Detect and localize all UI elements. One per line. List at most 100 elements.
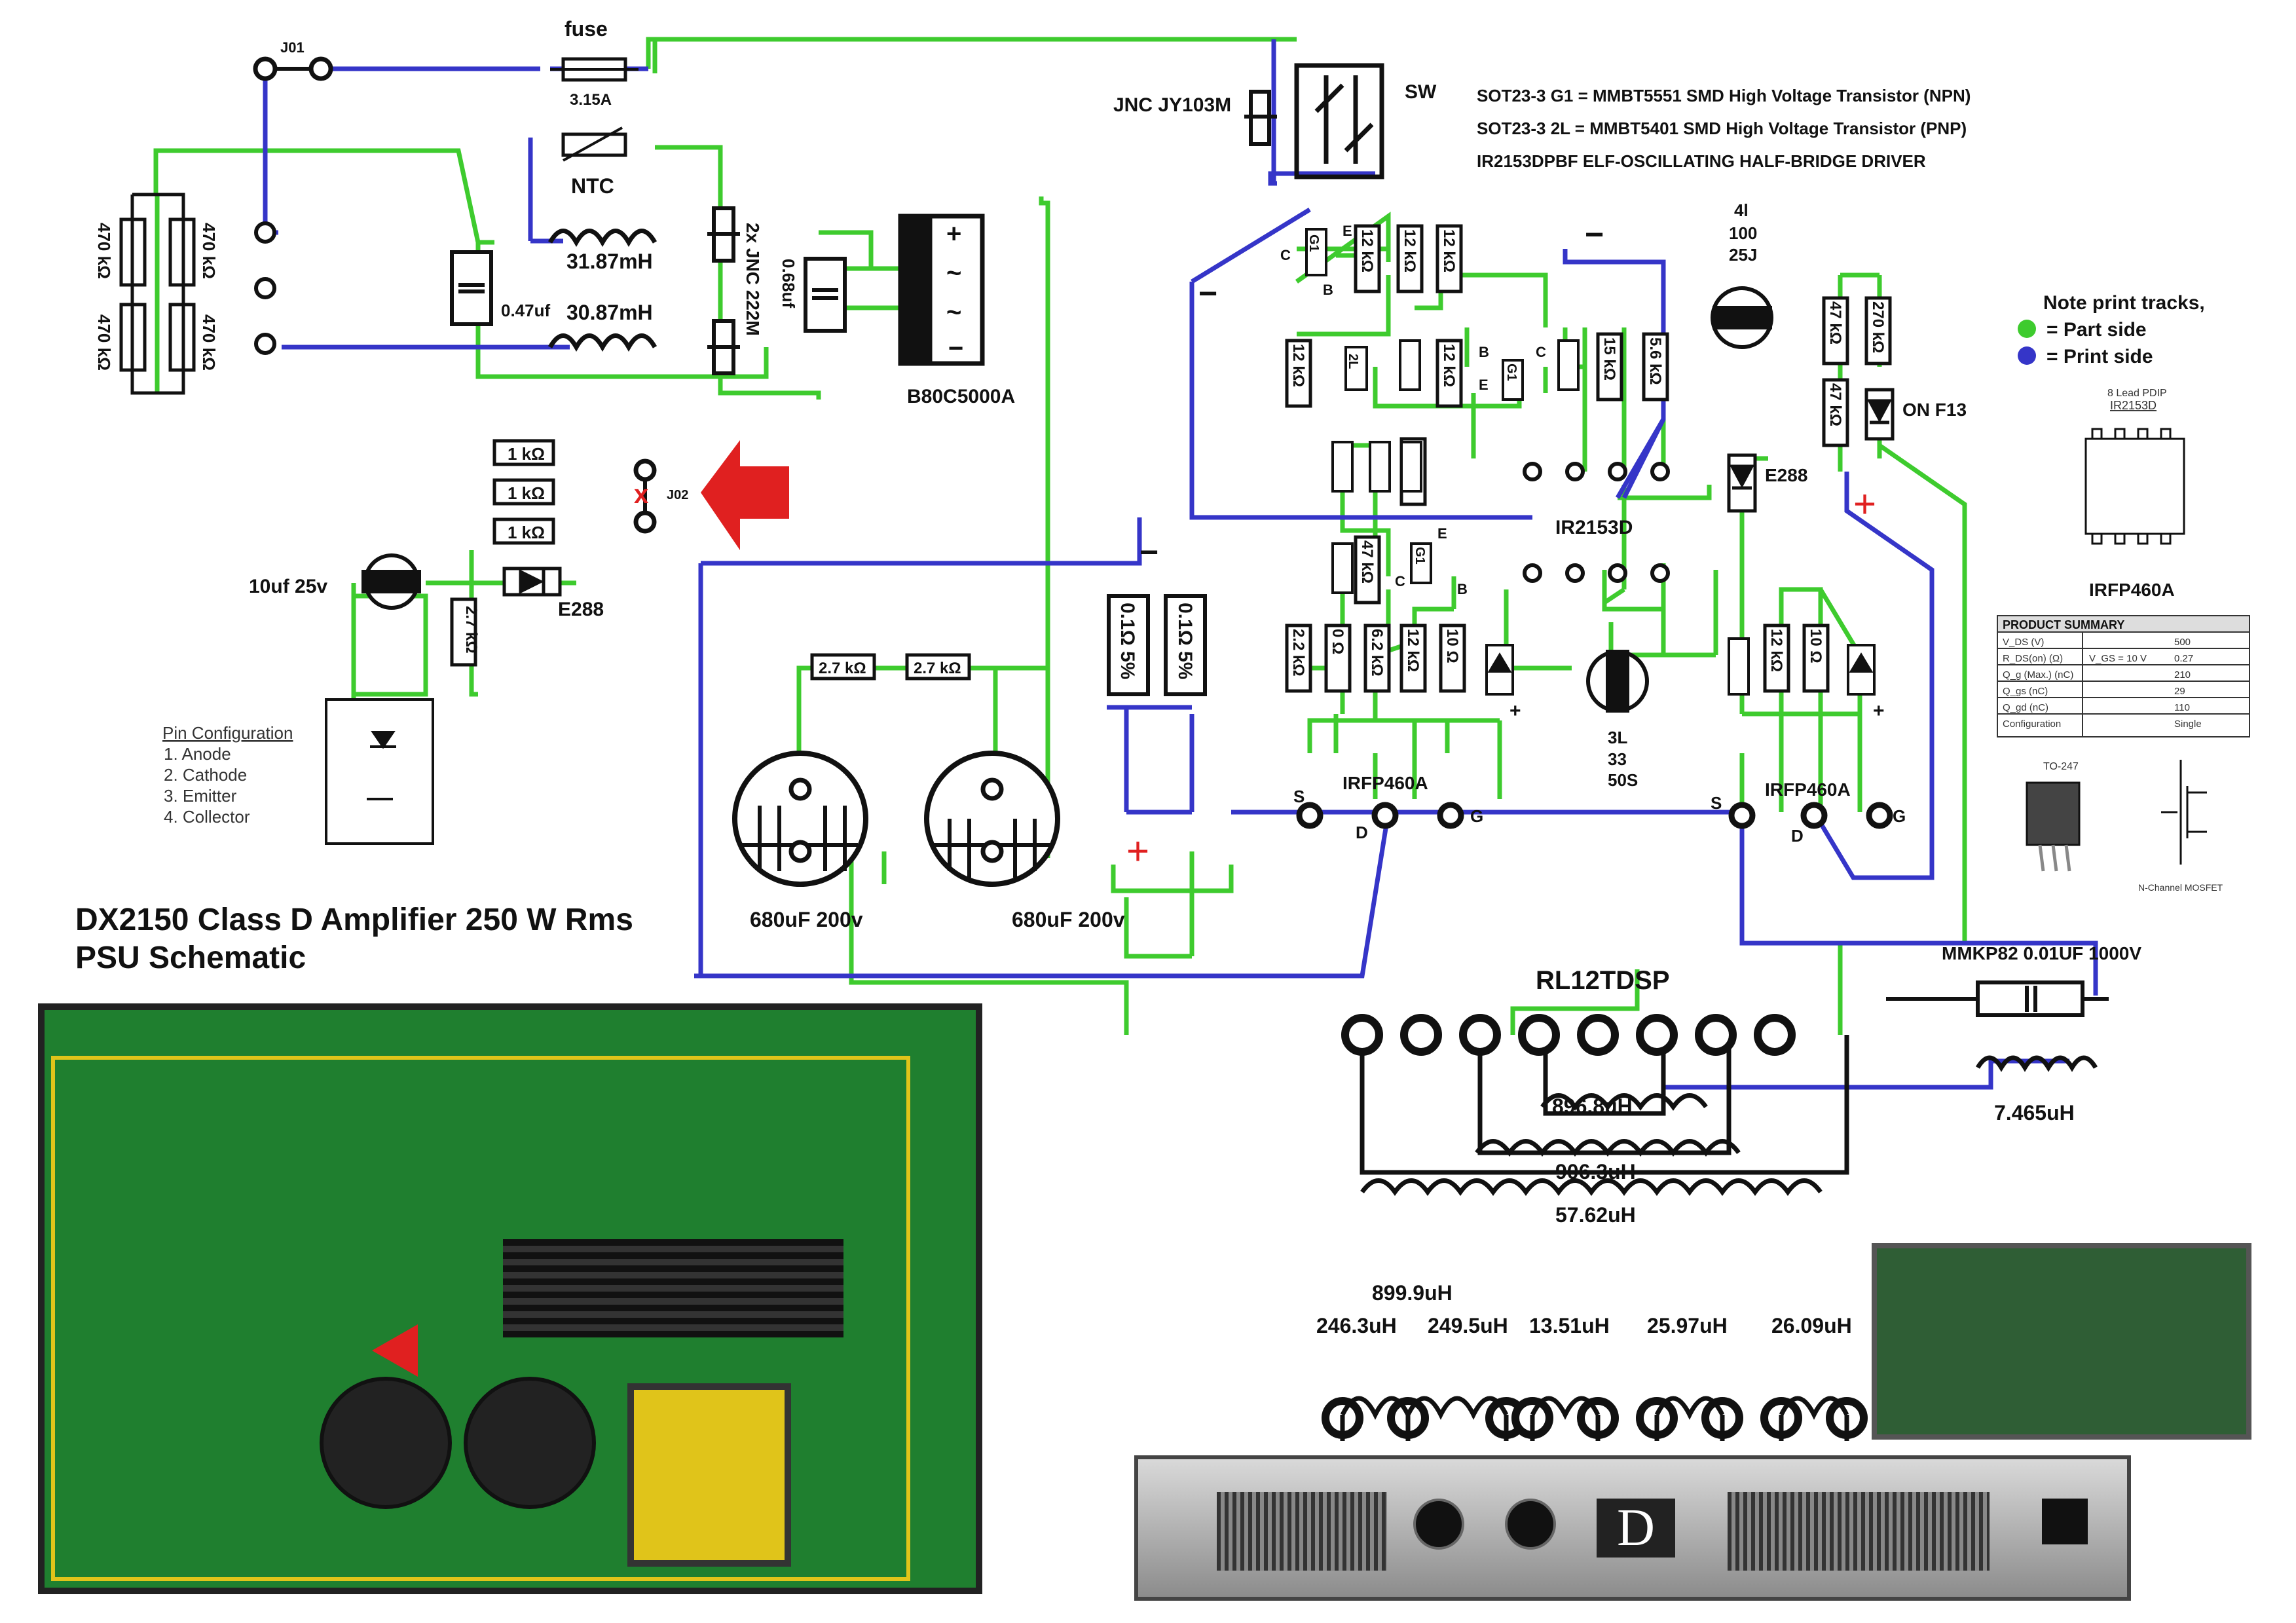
amplifier-front-photo: D <box>1134 1455 2131 1601</box>
resistors-1k <box>492 439 555 545</box>
red-plus-cap: + <box>1126 829 1149 873</box>
jnc-label: JNC JY103M <box>1113 94 1231 116</box>
r01-label-2: 0.1Ω 5% <box>1174 603 1196 679</box>
r12k-5: 12 kΩ <box>1440 344 1458 387</box>
part-side-tracks <box>153 37 1967 1035</box>
amp-power-switch <box>2042 1499 2088 1544</box>
fuse-value: 3.15A <box>570 91 612 109</box>
module-photo <box>1872 1243 2251 1440</box>
note-title: Note print tracks, <box>2043 292 2205 314</box>
transformer-pin <box>1754 1014 1796 1056</box>
nmos-symbol <box>2161 760 2207 865</box>
summary-cell: 500 <box>2174 637 2191 648</box>
part-side-text: = Part side <box>2046 319 2147 341</box>
pin-e-2: E <box>1479 377 1489 393</box>
summary-cell: V_GS = 10 V <box>2089 653 2147 664</box>
irfp-chip-label: IRFP460A <box>2089 580 2175 600</box>
amp-knob-a <box>1413 1499 1464 1550</box>
r47k-3: 47 kΩ <box>1358 540 1376 584</box>
transformer-pin <box>1341 1014 1383 1056</box>
capacitor-047uf <box>450 250 493 326</box>
r1k-label-3: 1 kΩ <box>508 523 545 542</box>
pcb-highlight-outline <box>51 1056 910 1581</box>
fuse-symbol <box>550 57 639 82</box>
inductor-label-4: 25.97uH <box>1647 1314 1728 1337</box>
print-side-swatch <box>2018 346 2036 365</box>
inductor-7465 <box>1975 1055 2098 1072</box>
amp-logo: D <box>1597 1499 1675 1558</box>
pin-b-3: B <box>1457 581 1468 597</box>
minus-sign-2: − <box>1198 275 1217 312</box>
capacitors-222m <box>707 206 740 375</box>
summary-cell: 210 <box>2174 669 2191 681</box>
r12k-3: 12 kΩ <box>1440 229 1458 272</box>
cap4l-line2: 100 <box>1729 223 1757 243</box>
bridge-plus: + <box>946 219 961 248</box>
r56k: 5.6 kΩ <box>1646 337 1664 385</box>
choke-l2-label: 30.87mH <box>566 301 653 324</box>
r1k-label-1: 1 kΩ <box>508 444 545 464</box>
summary-cell: R_DS(on) (Ω) <box>2003 653 2063 664</box>
r12k-2: 12 kΩ <box>1401 229 1418 272</box>
transformer-pin <box>1518 1014 1560 1056</box>
j01-connector <box>253 56 333 81</box>
summary-cell: 0.27 <box>2174 653 2193 664</box>
svg-text:x: x <box>634 480 648 509</box>
pcb-photo <box>38 1003 982 1594</box>
inductor-label-2: 249.5uH <box>1428 1314 1508 1337</box>
transformer-pin <box>1636 1014 1678 1056</box>
irfp-r-d: D <box>1791 826 1804 846</box>
bridge-label: B80C5000A <box>907 386 1015 407</box>
j02-jumper: x <box>633 458 657 534</box>
j01-label: J01 <box>280 39 305 56</box>
part-side-swatch <box>2018 320 2036 338</box>
pcb-transformer <box>627 1383 791 1567</box>
r47k-1: 47 kΩ <box>1826 301 1844 345</box>
e288-label-left: E288 <box>558 599 604 620</box>
bridge-ac1: ~ <box>946 259 961 288</box>
resistor-bank-470k <box>119 193 196 395</box>
gate-plus-2: + <box>1873 700 1885 722</box>
resistors-27k-horizontal <box>810 653 971 681</box>
r470k-label-2: 470 kΩ <box>94 314 114 371</box>
cap-3l <box>1586 650 1649 713</box>
c068-label: 0.68uf <box>779 259 798 308</box>
pin-c-3: C <box>1395 573 1405 589</box>
pcb-heatsink <box>503 1239 843 1337</box>
gate-plus-1: + <box>1509 700 1521 722</box>
c047-label: 0.47uf <box>501 301 550 320</box>
inductor-label-1: 246.3uH <box>1316 1314 1397 1337</box>
title-line-1: DX2150 Class D Amplifier 250 W Rms <box>75 903 633 937</box>
cap-left-label: 680uF 200v <box>750 908 863 931</box>
choke-l1-label: 31.87mH <box>566 250 653 273</box>
amp-knob-b <box>1505 1499 1556 1550</box>
transformer-pin <box>1400 1014 1442 1056</box>
pin-b-1: B <box>1323 282 1333 298</box>
cap-4l <box>1711 286 1773 349</box>
amp-grill-left <box>1217 1492 1387 1571</box>
amp-grill-right <box>1728 1492 1990 1571</box>
product-summary-table <box>1997 615 2250 737</box>
power-switch <box>1294 63 1384 179</box>
gate-diodes <box>1485 644 1876 696</box>
label-2l: 2L <box>1346 354 1360 369</box>
c222-label: 2x JNC 222M <box>743 223 763 336</box>
cap-right-label: 680uF 200v <box>1012 908 1125 931</box>
l7465-label: 7.465uH <box>1994 1101 2075 1125</box>
cap4l-line1: 4l <box>1734 200 1749 220</box>
transistor-g1-bottom <box>1410 542 1432 584</box>
irfp-r-s: S <box>1711 793 1722 813</box>
r15k: 15 kΩ <box>1601 337 1618 381</box>
summary-cell: 110 <box>2174 702 2190 713</box>
j02-label: J02 <box>667 488 688 502</box>
capacitor-10uf <box>361 553 421 610</box>
r0: 0 Ω <box>1329 629 1346 654</box>
pin-e-3: E <box>1437 525 1447 542</box>
irfp-right-pins <box>1728 802 1893 829</box>
summary-cell: Q_gs (nC) <box>2003 686 2048 697</box>
l896-label: 896.8uH <box>1552 1094 1633 1118</box>
red-plus-driver: + <box>1853 482 1876 526</box>
summary-cell: Q_gd (nC) <box>2003 702 2048 713</box>
